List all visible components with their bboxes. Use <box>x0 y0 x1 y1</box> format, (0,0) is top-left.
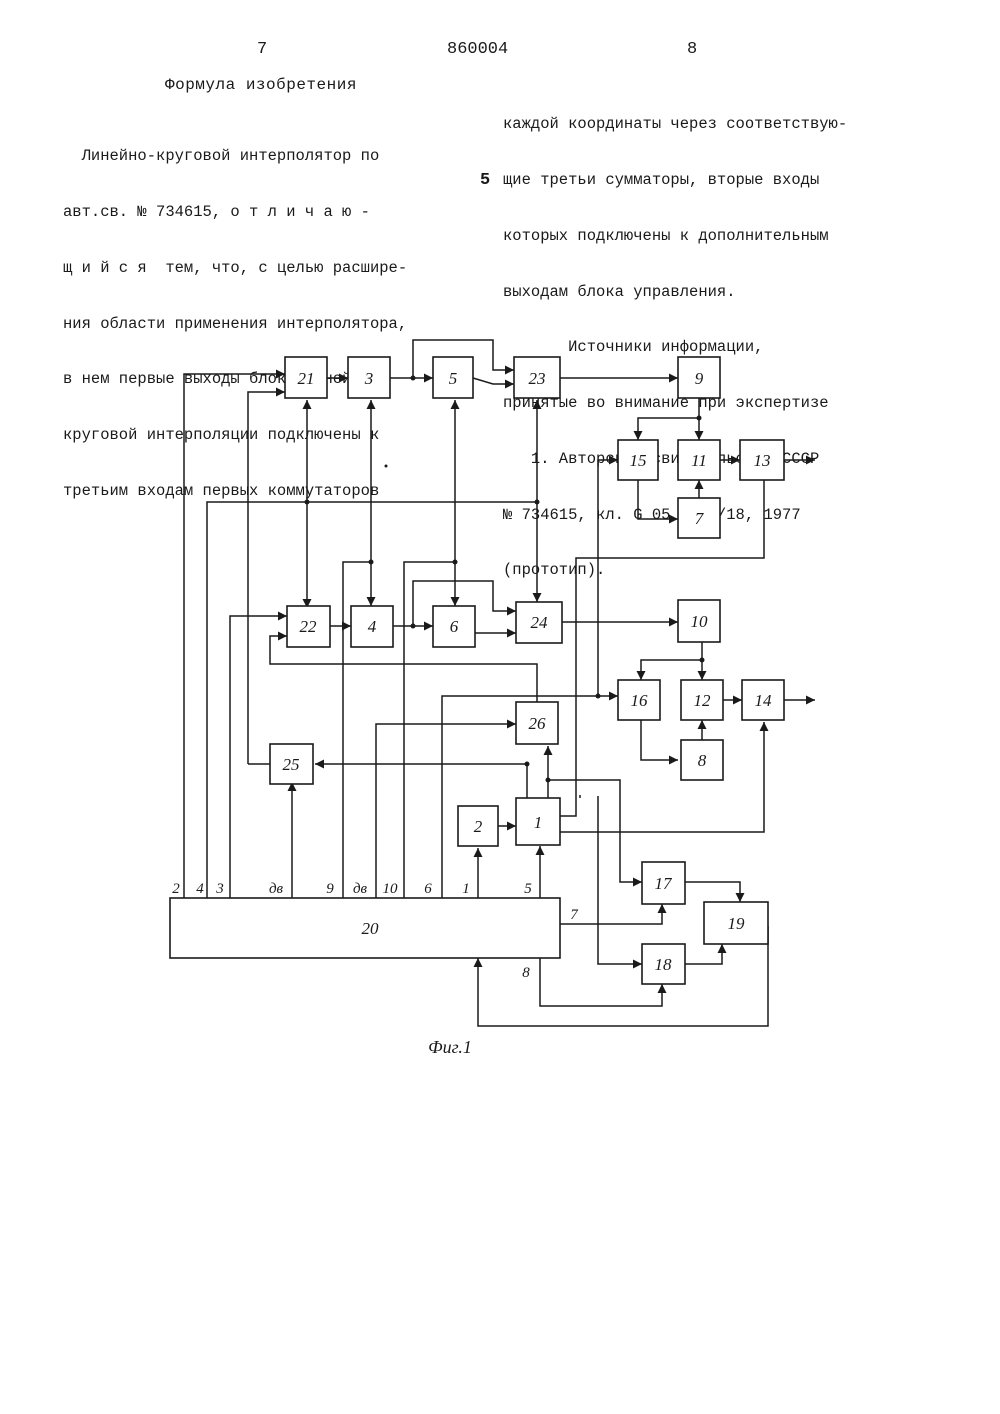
block-label: 22 <box>300 617 318 636</box>
block-label: 3 <box>364 369 374 388</box>
block-label: 26 <box>529 714 547 733</box>
block-label: 19 <box>728 914 746 933</box>
bus-label: 10 <box>383 881 399 897</box>
bus-label: 2 <box>172 881 180 897</box>
block-label: 2 <box>474 817 483 836</box>
bus-label: 4 <box>196 881 204 897</box>
block-label: 23 <box>529 369 546 388</box>
block-label: 5 <box>449 369 458 388</box>
bus-label: 5 <box>524 881 532 897</box>
block-label: 15 <box>630 451 647 470</box>
block-label: 25 <box>283 755 300 774</box>
block-label: 12 <box>694 691 712 710</box>
bus-label: дв <box>269 881 284 897</box>
block-label: 24 <box>531 613 549 632</box>
block-label: 18 <box>655 955 673 974</box>
bus-label: 3 <box>215 881 224 897</box>
junction-dots <box>305 376 705 783</box>
block-label: 21 <box>298 369 315 388</box>
block-label: 13 <box>754 451 771 470</box>
block-label: 8 <box>698 751 707 770</box>
bus-label: 6 <box>424 881 432 897</box>
block-label: 11 <box>691 451 707 470</box>
block-label: 4 <box>368 617 377 636</box>
block-label: 14 <box>755 691 773 710</box>
bus-label: 9 <box>326 881 334 897</box>
block-label: 9 <box>695 369 704 388</box>
bus-label: 1 <box>462 881 470 897</box>
figure-caption: Фиг.1 <box>428 1037 472 1057</box>
bus-label: 8 <box>522 965 530 981</box>
block-label: 16 <box>631 691 649 710</box>
bus-label: 7 <box>570 907 579 923</box>
bus-label: дв <box>353 881 368 897</box>
block-label: 6 <box>450 617 459 636</box>
block-label: 10 <box>691 612 709 631</box>
block-label: 20 <box>362 919 380 938</box>
block-label: 1 <box>534 813 543 832</box>
block-label: 17 <box>655 874 674 893</box>
